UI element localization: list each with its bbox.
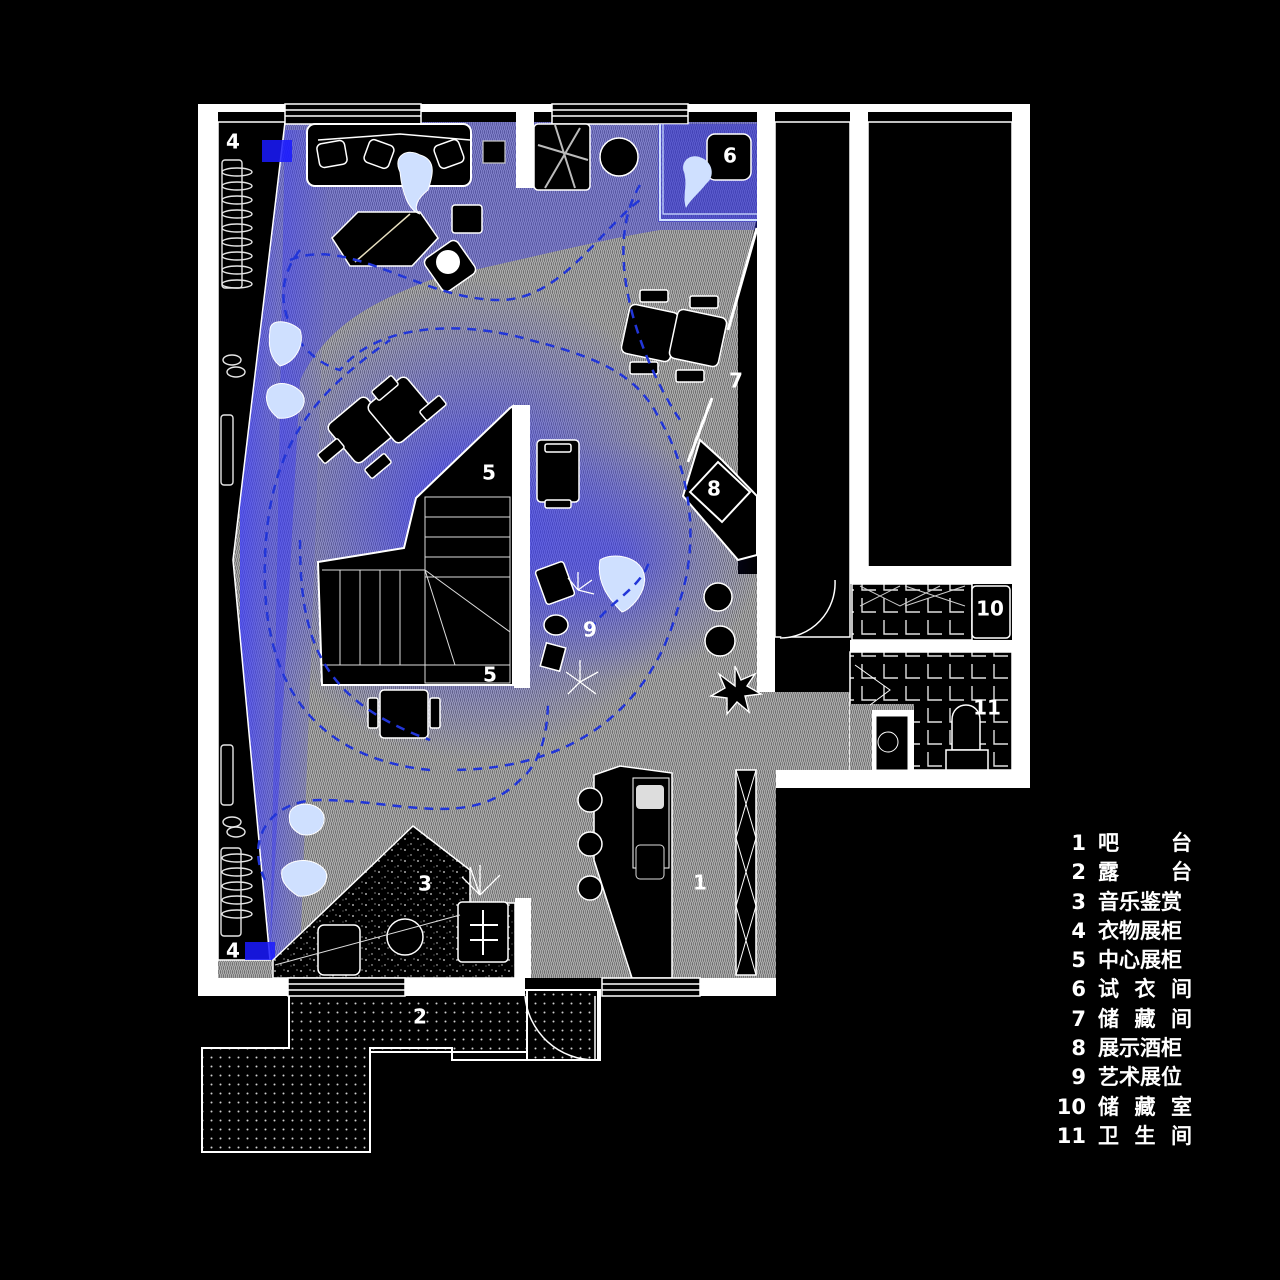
dining-tables-left [317,375,447,479]
legend-number: 4 [1071,918,1086,943]
terrace-area [201,989,601,1153]
round-stools [703,582,736,657]
legend-label: 艺术展位 [1098,1065,1182,1090]
room-label-1: 1 [693,871,707,895]
storage-room-divider [686,227,759,463]
legend-label: 露台 [1098,860,1192,885]
people-figures [265,321,328,897]
storage-room-wall [757,122,775,692]
room-label-10: 10 [976,597,1004,621]
legend-item: 8 展示酒柜 [1052,1034,1192,1063]
wardrobe-display-left [217,121,292,961]
legend-label: 展示酒柜 [1098,1036,1182,1061]
room-label-11: 11 [973,696,1001,720]
legend-label: 音乐鉴赏 [1098,889,1182,914]
legend: 1 吧台 2 露台 3 音乐鉴赏 4 衣物展柜 5 中心展柜 6 试衣间 7 储… [1052,829,1192,1151]
music-listening-area [272,825,531,979]
room-label-4-bottom: 4 [226,939,240,963]
legend-item: 7 储藏间 [1052,1005,1192,1034]
legend-label: 储藏间 [1098,1006,1192,1031]
coffee-table [331,204,483,267]
single-table-bottom [367,689,441,739]
bottom-windows [287,977,701,1061]
legend-item: 6 试衣间 [1052,975,1192,1004]
bar-counter [577,765,757,979]
room-label-5-top: 5 [482,461,496,485]
room-label-2: 2 [413,1005,427,1029]
wine-cabinet [681,438,758,562]
legend-item: 9 艺术展位 [1052,1063,1192,1092]
storage-closet [850,583,1030,652]
person-figure [397,151,433,215]
legend-item: 4 衣物展柜 [1052,917,1192,946]
room-labels: 1 2 3 4 4 5 5 6 7 8 9 10 11 [226,130,1004,1029]
legend-number: 9 [1071,1065,1086,1090]
central-display-staircase [316,404,530,688]
potted-plant-right [708,665,764,716]
legend-number: 7 [1071,1006,1086,1031]
room-label-3: 3 [418,872,432,896]
legend-number: 1 [1071,831,1086,855]
legend-label: 吧台 [1098,831,1192,855]
legend-number: 10 [1056,1094,1086,1119]
room-label-9: 9 [583,618,597,642]
sofa [306,123,472,187]
room-label-4-top: 4 [226,130,240,154]
single-table-stair-right [536,439,580,509]
round-table [599,137,639,177]
legend-label: 储藏室 [1098,1094,1192,1119]
legend-item: 10 储藏室 [1052,1093,1192,1122]
legend-label: 试衣间 [1098,977,1192,1002]
legend-label: 衣物展柜 [1098,918,1182,943]
legend-item: 1 吧台 [1052,829,1192,858]
room-label-5-bottom: 5 [483,663,497,687]
toilet-room [849,651,1013,771]
legend-item: 3 音乐鉴赏 [1052,888,1192,917]
legend-label: 中心展柜 [1098,948,1182,973]
circulation-paths [256,184,692,881]
legend-item: 5 中心展柜 [1052,946,1192,975]
legend-number: 11 [1056,1123,1086,1148]
room-label-8: 8 [707,477,721,501]
legend-number: 5 [1071,948,1086,973]
dining-tables-right [620,289,728,383]
display-crate [533,123,591,191]
room-label-7: 7 [729,369,743,393]
legend-number: 8 [1071,1036,1086,1061]
legend-item: 11 卫生间 [1052,1122,1192,1151]
legend-label: 卫生间 [1098,1123,1192,1148]
room-label-6: 6 [723,144,737,168]
plant-small [482,140,506,164]
armchair-with-person [423,239,477,293]
fitting-room [658,124,757,222]
legend-item: 2 露台 [1052,858,1192,887]
art-display [534,555,646,695]
storage-door [774,104,1030,639]
legend-number: 2 [1071,860,1086,885]
legend-number: 3 [1071,889,1086,914]
top-windows [284,103,689,188]
legend-number: 6 [1071,977,1086,1002]
